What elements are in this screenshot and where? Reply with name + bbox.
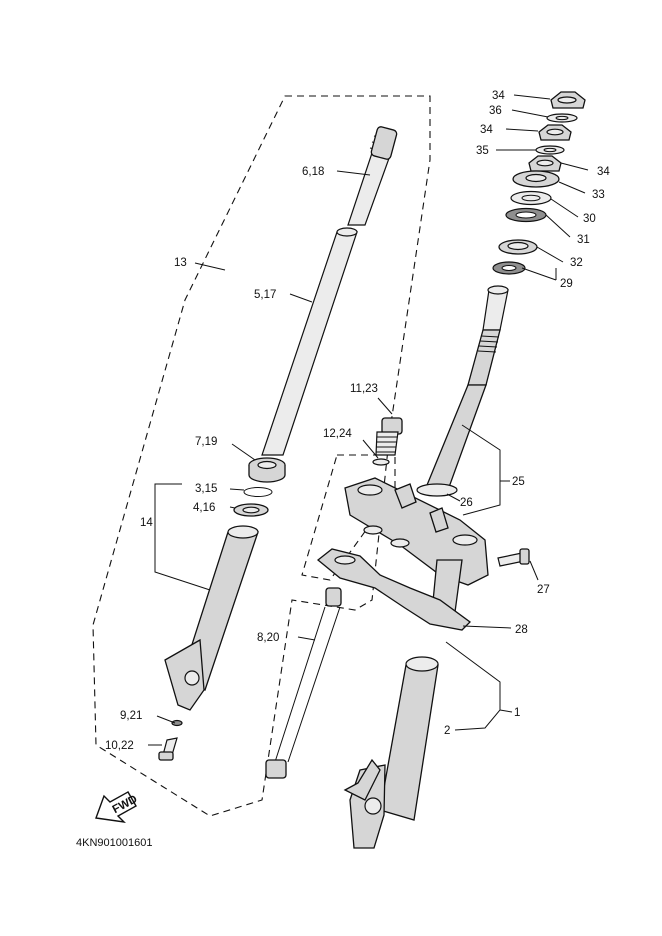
steering-column [416, 285, 509, 497]
callout-8-20: 8,20 [257, 632, 279, 644]
assembly-13-outline [92, 95, 431, 817]
callout-6-18: 6,18 [302, 166, 324, 178]
callout-14: 14 [140, 517, 153, 529]
callout-1: 1 [514, 707, 520, 719]
lower-bracket [316, 477, 530, 631]
callout-25: 25 [512, 476, 525, 488]
callout-28: 28 [515, 624, 528, 636]
callout-35: 35 [476, 145, 489, 157]
fwd-arrow-icon: FWD [95, 791, 139, 823]
upper-ball-race [510, 190, 552, 206]
callout-13: 13 [174, 257, 187, 269]
callout-4-16: 4,16 [193, 502, 215, 514]
callout-32: 32 [570, 257, 583, 269]
callout-labels: 34 36 34 35 34 33 30 31 32 29 6,18 13 5,… [105, 90, 610, 752]
callout-7-19: 7,19 [195, 436, 217, 448]
callout-9-21: 9,21 [120, 710, 142, 722]
callout-34b: 34 [480, 124, 493, 136]
diagram-code: 4KN901001601 [76, 837, 152, 849]
callout-33: 33 [592, 189, 605, 201]
steering-stack [492, 91, 586, 275]
callout-31: 31 [577, 234, 590, 246]
callout-34a: 34 [492, 90, 505, 102]
callout-34c: 34 [597, 166, 610, 178]
right-fork-leg [343, 656, 439, 849]
callout-27: 27 [537, 584, 550, 596]
callout-26: 26 [460, 497, 473, 509]
callout-36: 36 [489, 105, 502, 117]
callout-10-22: 10,22 [105, 740, 134, 752]
callout-2: 2 [444, 725, 450, 737]
callout-12-24: 12,24 [323, 428, 352, 440]
callout-11-23: 11,23 [350, 383, 378, 395]
callout-5-17: 5,17 [254, 289, 276, 301]
left-fork-parts [158, 126, 403, 779]
callout-29: 29 [560, 278, 573, 290]
callout-3-15: 3,15 [195, 483, 217, 495]
leader-lines [148, 94, 589, 746]
callout-30: 30 [583, 213, 596, 225]
lock-washer [546, 113, 578, 123]
rubber-washer [535, 145, 565, 155]
